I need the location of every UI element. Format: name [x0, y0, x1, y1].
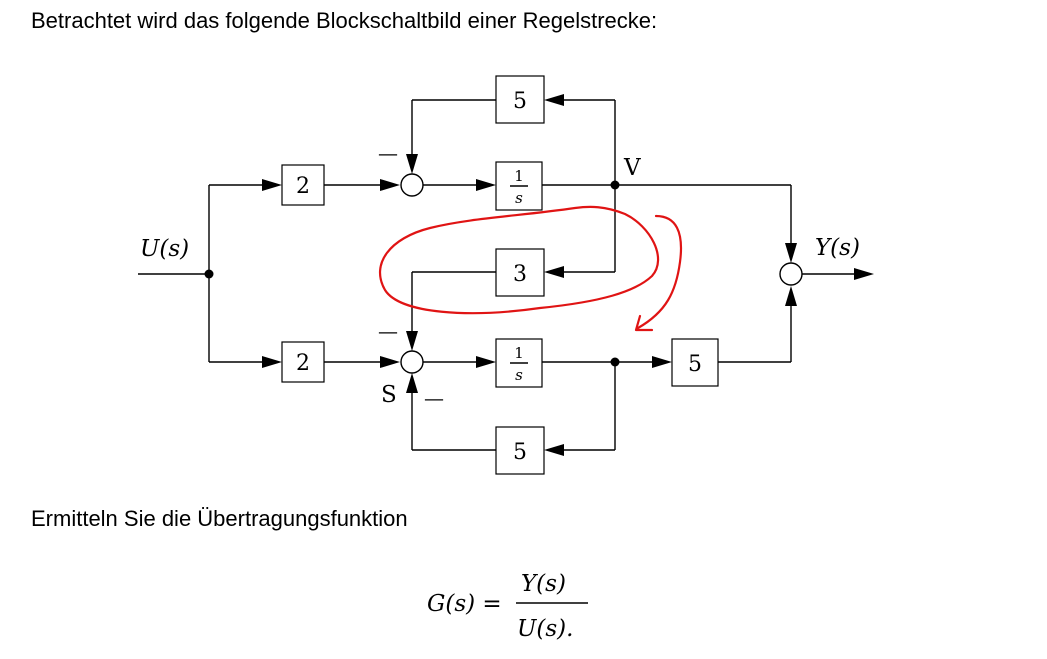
node-s-label: S — [381, 382, 397, 408]
arrow-upper-gain — [262, 179, 282, 191]
arrow-upper-feedback — [544, 94, 564, 106]
arrow-output-gain — [652, 356, 672, 368]
upper-integrator-numerator: 1 — [514, 167, 524, 185]
lower-integrator-numerator: 1 — [514, 344, 524, 362]
formula-denominator: U(s). — [517, 616, 573, 642]
red-annotation-arrow-stroke — [636, 214, 682, 330]
block-lower-feedback-label: 5 — [513, 440, 527, 465]
arrow-v-into-output-sum — [785, 243, 797, 263]
red-annotation-loop — [379, 205, 660, 315]
block-output-gain-label: 5 — [688, 352, 702, 377]
arrow-upper-integrator — [476, 179, 496, 191]
lower-feedback-minus-sign: — — [424, 386, 444, 410]
formula-numerator: Y(s) — [521, 571, 566, 597]
block-lower-gain — [281, 341, 325, 383]
output-label: Y(s) — [815, 235, 860, 261]
block-upper-feedback — [495, 75, 545, 124]
block-upper-gain-label: 2 — [296, 174, 310, 199]
cross-feedback-minus-sign: — — [378, 319, 398, 343]
arrow-cross-feedback — [544, 266, 564, 278]
lower-summing-junction — [400, 350, 424, 374]
arrow-lower-feedback — [544, 444, 564, 456]
intro-text: Betrachtet wird das folgende Blockschalt… — [31, 8, 658, 33]
output-summing-junction — [779, 262, 803, 286]
arrow-output-gain-into-sum — [785, 286, 797, 306]
task-text: Ermitteln Sie die Übertragungsfunktion — [31, 506, 408, 531]
arrow-lower-gain — [262, 356, 282, 368]
formula-lhs: G(s) = — [427, 591, 502, 617]
arrow-lower-sum — [380, 356, 400, 368]
arrow-lower-feedback-into-sum — [406, 373, 418, 393]
block-lower-gain-label: 2 — [296, 351, 310, 376]
upper-feedback-minus-sign: — — [378, 141, 398, 165]
lower-integrator-denominator: s — [515, 366, 523, 384]
node-v-label: V — [623, 155, 641, 181]
block-upper-feedback-label: 5 — [513, 89, 527, 114]
arrow-lower-integrator — [476, 356, 496, 368]
arrow-upper-sum — [380, 179, 400, 191]
red-annotation-arrowhead — [634, 314, 654, 332]
arrow-upper-feedback-into-sum — [406, 154, 418, 174]
arrow-cross-feedback-into-sum — [406, 331, 418, 351]
arrow-output — [854, 268, 874, 280]
upper-integrator-denominator: s — [515, 189, 523, 207]
block-lower-feedback — [495, 426, 545, 475]
upper-summing-junction — [400, 173, 424, 197]
block-cross-feedback-label: 3 — [513, 262, 527, 287]
input-label: U(s) — [140, 236, 189, 262]
block-upper-gain — [281, 164, 325, 206]
